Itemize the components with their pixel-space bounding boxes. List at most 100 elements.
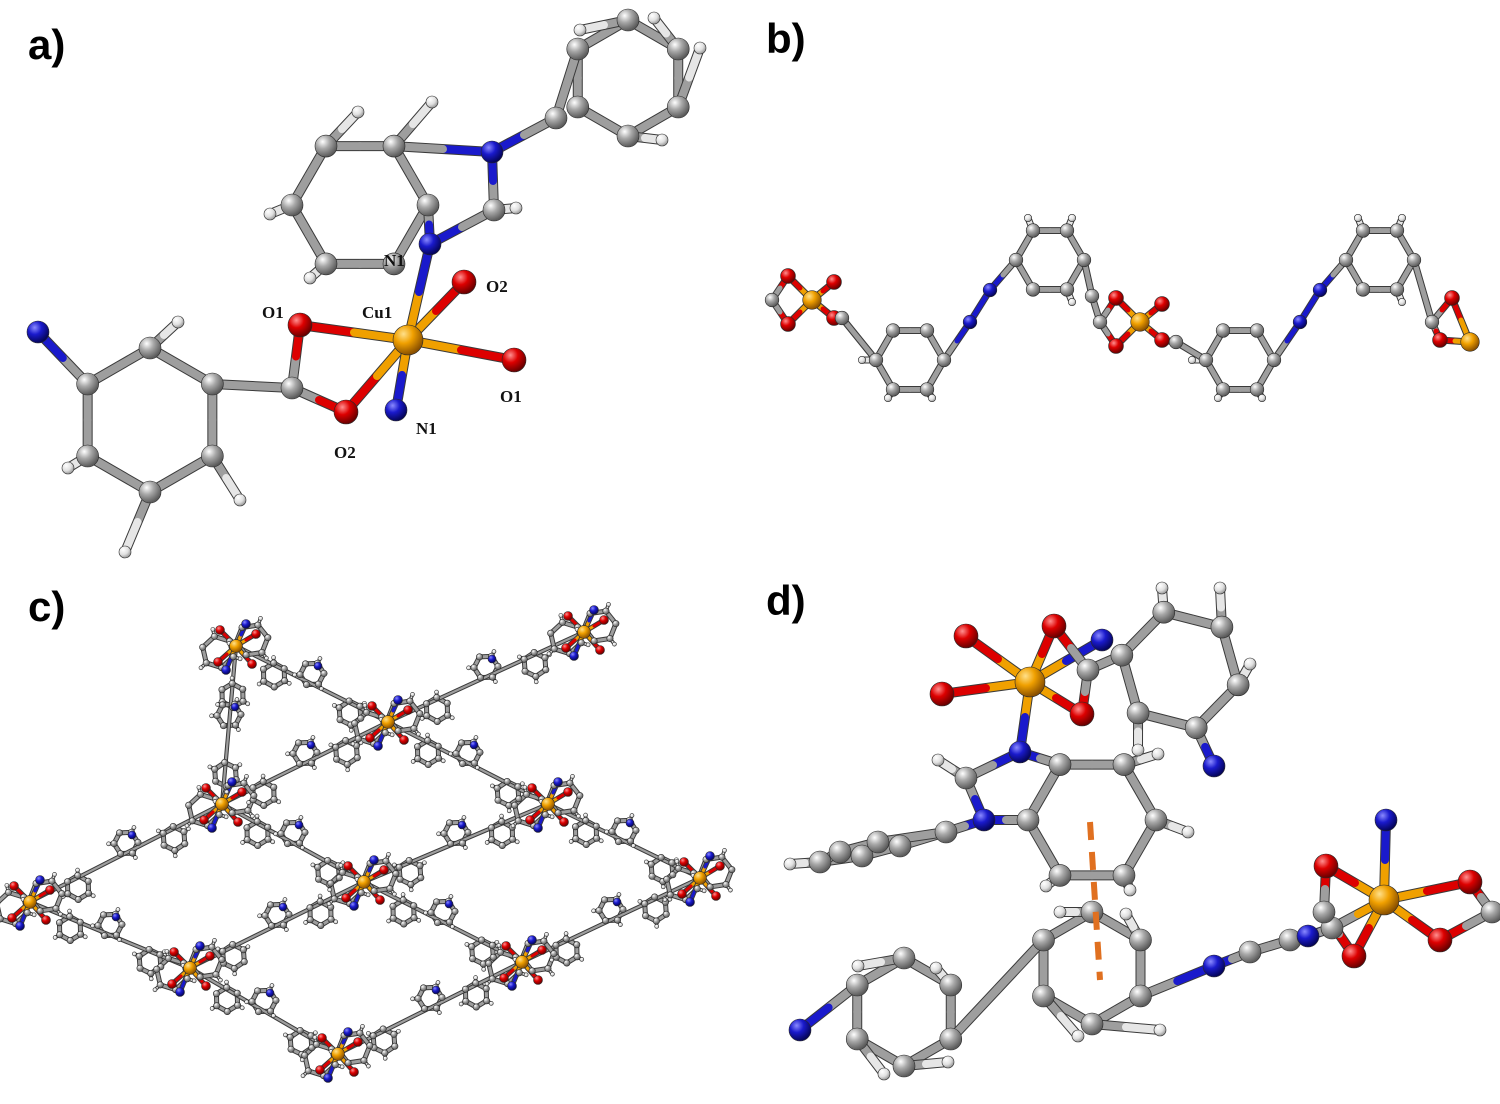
atom-hydrogen — [435, 980, 441, 985]
atom-carbon — [1389, 223, 1405, 238]
atom-labels-layer: N1 O1 Cu1 O2 O1 N1 O2 — [262, 251, 522, 462]
atom-hydrogen — [576, 813, 581, 819]
atom-hydrogen — [425, 732, 430, 738]
atom-carbon — [472, 979, 480, 987]
atom-carbon — [279, 921, 287, 929]
atom-carbon — [234, 1001, 242, 1009]
atom-carbon — [432, 1004, 440, 1012]
atom-carbon — [651, 893, 659, 901]
atom-carbon — [520, 655, 528, 663]
atom-nitrogen — [625, 818, 635, 828]
atom-hydrogen — [416, 731, 421, 737]
atom-carbon — [1076, 252, 1092, 268]
atom-carbon — [1080, 1012, 1104, 1036]
atom-hydrogen — [523, 972, 529, 978]
atom-hydrogen — [31, 912, 37, 918]
atom-carbon — [566, 779, 574, 787]
atom-carbon — [614, 838, 622, 846]
atom-carbon — [476, 653, 484, 661]
atom-nitrogen — [278, 902, 288, 912]
atom-carbon — [1312, 900, 1336, 924]
atom-oxygen — [1154, 296, 1170, 312]
atom-hydrogen — [579, 957, 585, 962]
atom-nitrogen — [705, 851, 715, 861]
atom-carbon — [850, 844, 874, 868]
atom-carbon — [289, 750, 297, 758]
atom-hydrogen — [392, 862, 397, 868]
atom-carbon — [229, 653, 237, 661]
atom-hydrogen — [386, 852, 391, 857]
atom-oxygen — [563, 611, 573, 621]
atom-hydrogen — [410, 692, 415, 697]
atom-carbon — [544, 965, 552, 973]
atom-carbon — [488, 975, 496, 983]
atom-carbon — [410, 914, 418, 922]
atom-carbon — [626, 837, 634, 845]
atom-carbon — [196, 790, 204, 798]
atom-carbon — [94, 922, 102, 930]
atom-carbon — [66, 936, 74, 944]
atom-hydrogen — [250, 813, 255, 819]
atom-carbon — [1215, 323, 1231, 338]
atom-carbon — [112, 931, 120, 939]
atom-carbon — [919, 382, 935, 397]
atom-carbon — [458, 739, 466, 747]
atom-carbon — [243, 836, 251, 844]
atom-oxygen — [251, 629, 261, 639]
atom-copper — [1130, 312, 1150, 332]
atom-hydrogen — [877, 1067, 891, 1081]
atom-hydrogen — [450, 924, 455, 929]
atom-oxygen — [353, 1037, 363, 1047]
atom-carbon — [1424, 314, 1440, 330]
label-n1-top: N1 — [384, 251, 405, 270]
atom-carbon — [228, 680, 236, 688]
atom-carbon — [514, 783, 522, 791]
atom-hydrogen — [215, 946, 221, 952]
atom-nitrogen — [1202, 754, 1226, 778]
atom-hydrogen — [224, 979, 229, 985]
atom-carbon — [722, 881, 730, 889]
atom-carbon — [306, 916, 314, 924]
atom-hydrogen — [509, 201, 523, 215]
atom-carbon — [159, 829, 167, 837]
atom-copper — [215, 797, 229, 811]
atom-carbon — [285, 910, 293, 918]
atom-hydrogen — [941, 1055, 955, 1069]
atom-carbon — [550, 950, 558, 958]
atom-carbon — [272, 996, 280, 1004]
atom-carbon — [301, 828, 309, 836]
atom-nitrogen — [982, 282, 998, 298]
atom-carbon — [422, 700, 430, 708]
atom-carbon — [1389, 282, 1405, 297]
atom-carbon — [1144, 808, 1168, 832]
atom-carbon — [23, 909, 31, 917]
atom-hydrogen — [693, 41, 707, 55]
atom-carbon — [642, 912, 650, 920]
bond-carbon — [993, 936, 1048, 994]
atom-hydrogen — [585, 642, 591, 648]
atom-carbon — [666, 37, 690, 61]
atom-hydrogen — [408, 887, 414, 893]
atom-hydrogen — [583, 812, 588, 818]
atom-hydrogen — [1053, 905, 1067, 919]
atom-hydrogen — [132, 951, 137, 957]
atom-carbon — [468, 943, 476, 951]
atom-hydrogen — [303, 920, 308, 925]
atom-carbon — [509, 835, 517, 843]
atom-carbon — [330, 895, 338, 903]
atom-carbon — [335, 874, 343, 882]
atom-carbon — [76, 918, 84, 926]
atom-hydrogen — [172, 853, 178, 859]
atom-carbon — [169, 823, 177, 831]
atom-hydrogen — [286, 681, 292, 686]
label-o1-left: O1 — [262, 303, 284, 322]
atom-hydrogen — [475, 765, 480, 770]
atom-carbon — [312, 1040, 320, 1048]
atom-carbon — [416, 862, 424, 870]
atom-nitrogen — [527, 935, 537, 945]
atom-carbon — [1338, 252, 1354, 268]
atom-carbon — [63, 878, 71, 886]
atom-hydrogen — [618, 922, 623, 927]
atom-carbon — [496, 948, 504, 956]
atom-hydrogen — [473, 735, 479, 740]
